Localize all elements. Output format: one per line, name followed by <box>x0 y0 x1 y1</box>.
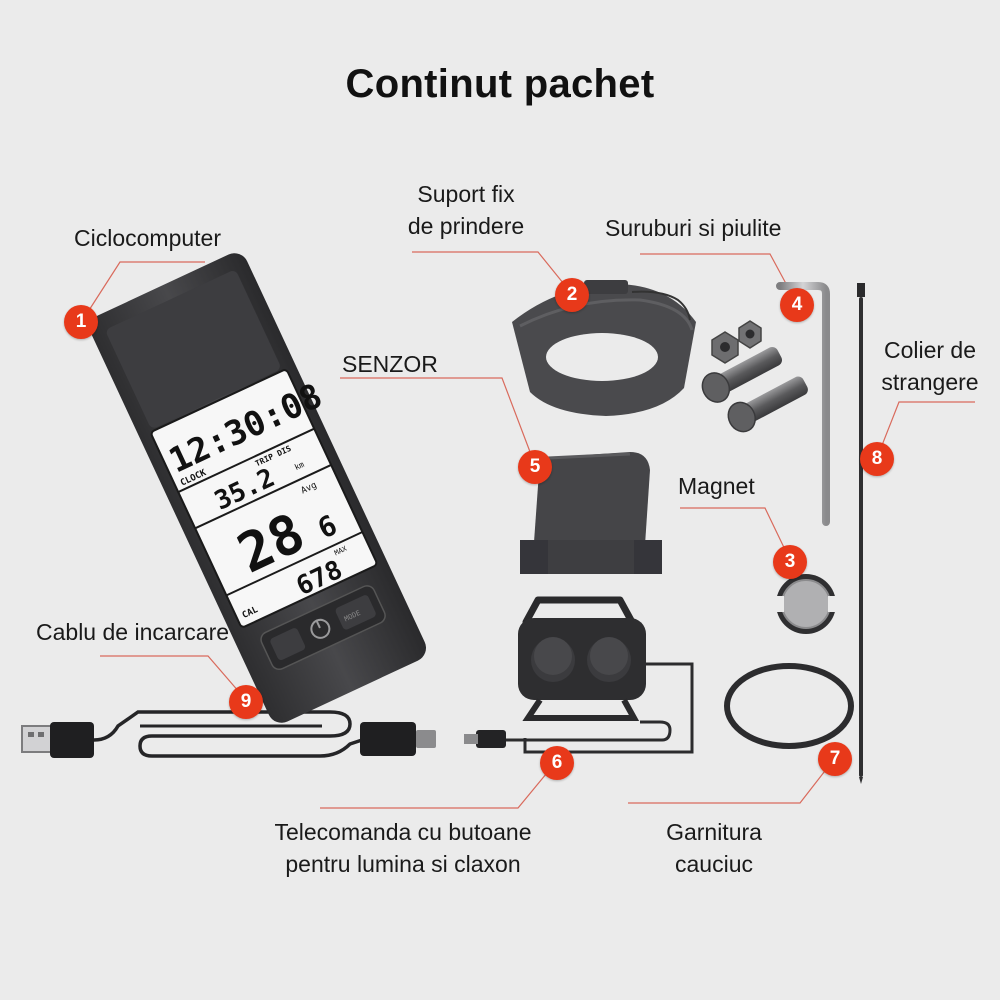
label-cablu: Cablu de incarcare <box>36 619 230 645</box>
fixed-mount <box>512 280 696 416</box>
leader-line-8 <box>876 401 975 459</box>
label-magnet: Magnet <box>678 473 755 499</box>
display-trip-unit: km <box>293 460 306 472</box>
leader-line-3 <box>680 507 791 561</box>
badge-4: 4 <box>780 288 814 322</box>
charging-cable <box>21 710 436 758</box>
spoke-magnet <box>776 574 836 634</box>
bike-computer: 12:30:08 CLOCK TRIP DIS 35.2 km Avg 28 6… <box>89 253 427 723</box>
leader-line-7 <box>628 757 836 804</box>
label-telecomanda: Telecomanda cu butoane pentru lumina si … <box>274 819 532 877</box>
badge-5: 5 <box>518 450 552 484</box>
rubber-gasket <box>724 663 854 749</box>
badge-6: 6 <box>540 746 574 780</box>
remote-control <box>464 596 694 754</box>
label-ciclocomputer: Ciclocomputer <box>74 225 221 251</box>
speed-sensor <box>520 452 662 574</box>
label-suport-fix: Suport fix de prindere <box>407 181 525 239</box>
leader-line-6 <box>320 761 557 809</box>
label-garnitura: Garnitura cauciuc <box>666 819 762 877</box>
leader-line-5 <box>340 377 536 466</box>
badge-2: 2 <box>555 278 589 312</box>
page-title: Continut pachet <box>345 62 655 106</box>
badge-3: 3 <box>773 545 807 579</box>
label-senzor: SENZOR <box>342 351 438 377</box>
label-suruburi: Suruburi si piulite <box>605 215 782 241</box>
nuts-and-bolts <box>701 320 808 433</box>
zip-tie <box>857 283 865 784</box>
badge-7: 7 <box>818 742 852 776</box>
leader-line-1 <box>83 261 205 319</box>
allen-wrench <box>776 282 830 526</box>
label-colier: Colier de strangere <box>881 337 979 395</box>
badge-9: 9 <box>229 685 263 719</box>
badge-8: 8 <box>860 442 894 476</box>
leader-line-9 <box>100 655 247 701</box>
leader-line-2 <box>412 251 573 295</box>
badge-1: 1 <box>64 305 98 339</box>
